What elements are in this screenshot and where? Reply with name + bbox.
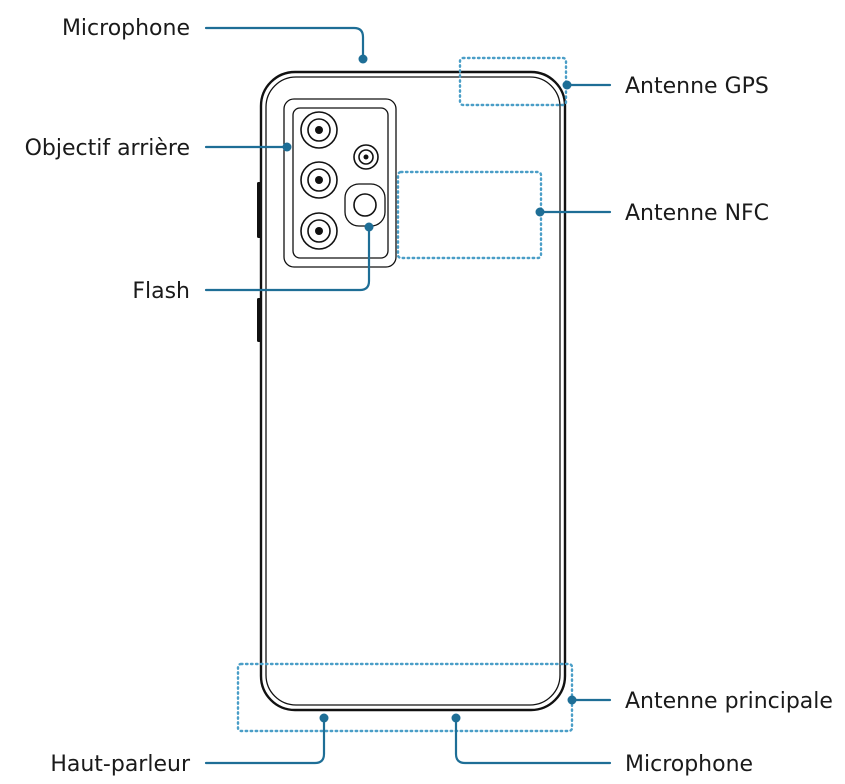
leader-speaker	[204, 713, 329, 765]
label-speaker: Haut-parleur	[50, 752, 191, 777]
label-flash: Flash	[132, 279, 190, 304]
leader-microphone-bottom	[451, 713, 612, 765]
camera-lens-top	[300, 111, 338, 149]
label-rear-camera: Objectif arrière	[25, 136, 190, 161]
label-gps-antenna: Antenne GPS	[625, 74, 769, 99]
leader-rear-camera	[204, 142, 292, 152]
flash-unit	[344, 183, 386, 227]
camera-lens-middle	[300, 161, 338, 199]
main-antenna-zone	[236, 662, 574, 733]
camera-lens-small	[353, 144, 379, 170]
camera-module-inner	[292, 107, 389, 259]
camera-module-outer	[283, 98, 397, 268]
leader-microphone-top	[204, 26, 368, 64]
leader-gps-antenna	[562, 80, 612, 90]
phone-body-inner-edge	[265, 76, 561, 706]
leader-flash	[204, 222, 374, 292]
label-microphone-bottom: Microphone	[625, 752, 753, 777]
leader-main-antenna	[567, 695, 612, 705]
leader-nfc-antenna	[535, 207, 612, 217]
camera-lens-bottom	[300, 212, 338, 250]
label-main-antenna: Antenne principale	[625, 689, 833, 714]
label-microphone-top: Microphone	[62, 16, 190, 41]
label-nfc-antenna: Antenne NFC	[625, 201, 769, 226]
